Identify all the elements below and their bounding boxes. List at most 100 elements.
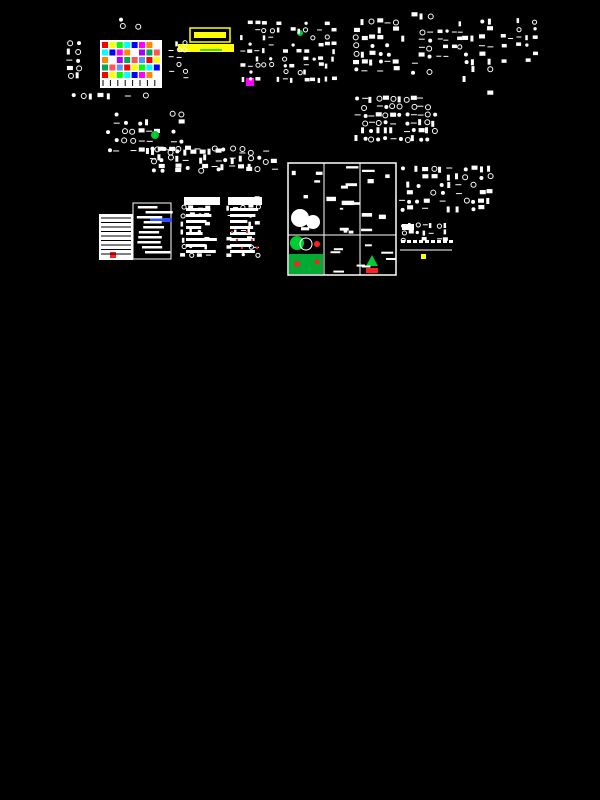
color-swatch-chart [100, 40, 162, 88]
post-symbol [410, 135, 414, 142]
dot-symbol [123, 120, 128, 125]
circle-symbol [269, 28, 276, 34]
circle-symbol [254, 166, 261, 173]
circle-symbol [426, 69, 433, 76]
block-symbol [226, 253, 232, 257]
color-swatch [116, 49, 123, 56]
central-drawing-sheet [287, 162, 397, 276]
blue-band [150, 218, 172, 222]
color-swatch [102, 49, 108, 56]
sheet-detail-line [356, 264, 366, 267]
dot-symbol [354, 67, 359, 72]
circle-symbol [396, 103, 403, 110]
dot-symbol [216, 167, 221, 172]
block-symbol [421, 237, 427, 241]
circle-symbol [403, 96, 410, 103]
yellow-block-fill [194, 32, 226, 38]
dot-symbol [416, 183, 421, 188]
color-swatch [139, 42, 145, 48]
table-header [184, 197, 220, 205]
block-symbol [205, 205, 211, 210]
circle-symbol [150, 158, 157, 165]
circle-symbol [487, 173, 494, 180]
circle-symbol [182, 68, 189, 74]
block-symbol [248, 204, 254, 208]
post-symbol [88, 93, 92, 100]
post-symbol [226, 205, 229, 211]
red-table-mark [255, 246, 259, 250]
block-symbol [479, 51, 486, 56]
post-symbol [443, 223, 447, 229]
dot-symbol [76, 58, 81, 63]
block-symbol [199, 149, 206, 154]
block-symbol [361, 59, 368, 64]
dot-symbol [363, 136, 368, 141]
circle-symbol [390, 95, 397, 102]
red-table-mark [245, 230, 249, 234]
post-symbol [446, 174, 450, 181]
color-swatch [139, 64, 145, 71]
block-symbol [353, 59, 360, 65]
dot-symbol [71, 93, 76, 98]
circle-symbol [282, 56, 288, 62]
circle-symbol [121, 137, 128, 144]
dot-symbol [445, 29, 449, 33]
block-symbol [393, 66, 400, 71]
circle-symbol [130, 137, 137, 144]
circle-symbol [119, 23, 126, 30]
circle-symbol [531, 19, 538, 25]
block-symbol [246, 166, 253, 172]
circle-symbol [75, 48, 82, 55]
circle-symbol [425, 104, 432, 111]
dot-symbol [107, 148, 112, 153]
post-symbol [487, 165, 491, 172]
block-symbol [247, 49, 253, 53]
block-symbol [369, 50, 376, 55]
dot-symbol [291, 43, 295, 47]
legend-sheet-frame [132, 202, 172, 260]
post-symbol [248, 221, 251, 227]
post-symbol [455, 173, 459, 180]
dot-symbol [269, 57, 273, 61]
legend-row [145, 251, 171, 254]
post-symbol [331, 56, 334, 62]
color-swatch [102, 72, 108, 78]
post-symbol [525, 35, 528, 41]
block-symbol [422, 166, 429, 172]
color-swatch [116, 42, 123, 48]
post-symbol [368, 96, 372, 103]
block-symbol [423, 198, 430, 203]
strip-symbol [413, 240, 417, 243]
color-swatch [153, 57, 160, 63]
sheet-detail-line [343, 230, 348, 233]
post-symbol [462, 75, 466, 82]
color-swatch [146, 42, 153, 48]
circle-symbol [411, 103, 418, 110]
dot-symbol [411, 128, 416, 133]
magenta-marker [246, 78, 254, 86]
block-symbol [270, 158, 277, 163]
block-symbol [202, 163, 209, 169]
green-tree-triangle [366, 255, 378, 266]
dot-symbol [376, 137, 381, 142]
circle-symbol [427, 13, 434, 20]
circle-symbol [389, 103, 396, 110]
dot-symbol [378, 51, 383, 56]
table-row [186, 208, 211, 211]
dot-symbol [440, 190, 445, 195]
post-symbol [458, 21, 462, 27]
post-symbol [180, 229, 184, 235]
circle-symbol [169, 110, 176, 117]
dot-symbol [378, 59, 383, 64]
block-symbol [486, 189, 493, 194]
block-symbol [303, 56, 309, 61]
symbol-column-left [66, 17, 262, 171]
dot-symbol [479, 175, 484, 180]
dot-symbol [114, 112, 119, 117]
post-symbol [303, 69, 306, 75]
block-symbol [457, 36, 463, 41]
block-symbol [532, 35, 538, 39]
dot-symbol [415, 230, 419, 235]
color-swatch [102, 42, 108, 48]
post-symbol [203, 154, 207, 161]
